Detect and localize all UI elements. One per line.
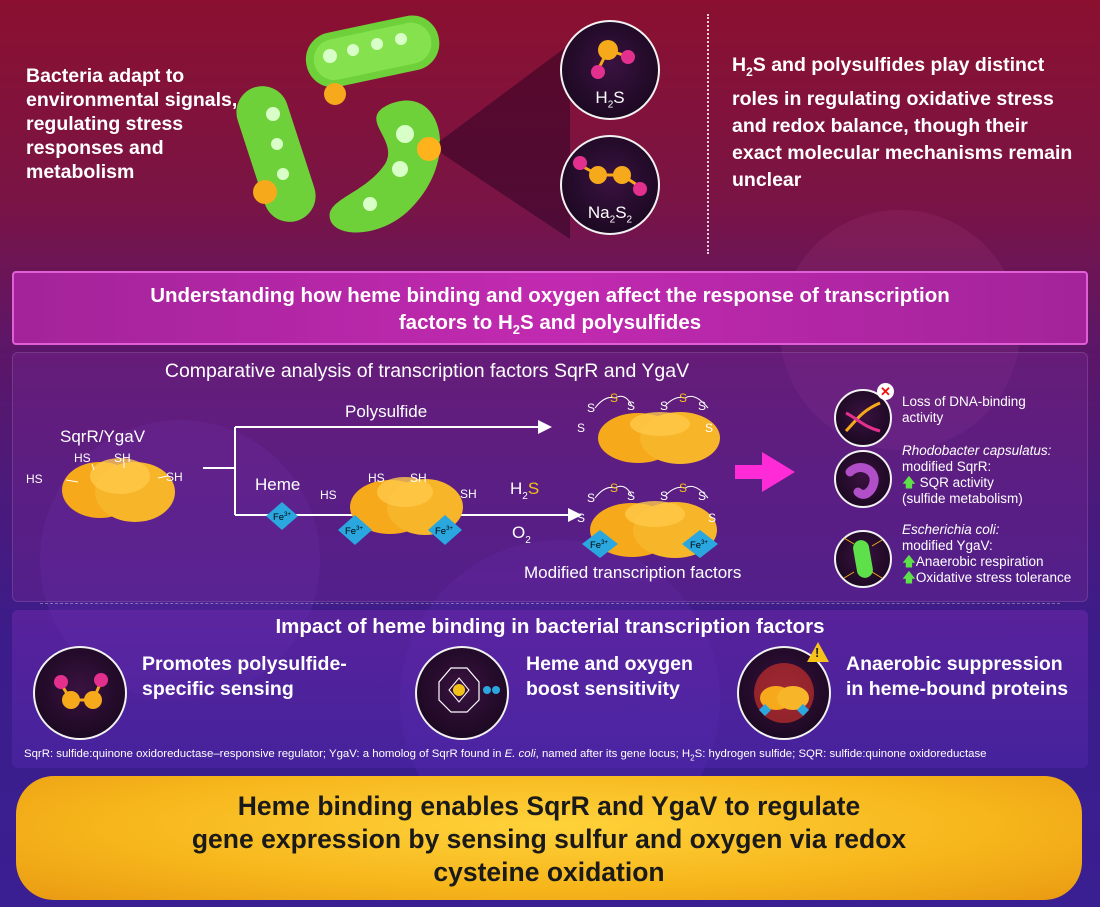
polysulfide-icon	[54, 673, 108, 709]
molecule-dot	[253, 180, 277, 204]
up-arrow-icon: 🡅	[902, 554, 916, 569]
bacteria-illustration	[236, 15, 570, 239]
o2-arrow-label: O2	[512, 523, 531, 546]
svg-text:Fe3+: Fe3+	[273, 512, 291, 523]
polysulfide-modified-protein	[594, 395, 720, 464]
polysulfide-sensing-circle	[33, 646, 127, 740]
bacterium-left	[236, 86, 316, 222]
s-label: S	[660, 399, 668, 413]
conclusion-box: Heme binding enables SqrR and YgaV to re…	[16, 776, 1082, 900]
s-label: S	[610, 391, 618, 405]
rhodobacter-icon	[845, 463, 879, 499]
sh-label: SH	[114, 451, 131, 465]
result-arrow	[735, 452, 795, 492]
s-label: S	[679, 481, 687, 495]
ecoli-icon	[843, 537, 883, 579]
heme-oxygen-circle	[415, 646, 509, 740]
bacterium-top	[305, 15, 440, 88]
comparative-analysis-panel	[12, 352, 1088, 602]
conclusion-line-1: Heme binding enables SqrR and YgaV to re…	[237, 791, 861, 821]
outcome-loss-text: Loss of DNA-binding activity	[902, 394, 1026, 425]
comparative-diagram: SqrR/YgaV HS HS SH SH Polysulfide Heme F…	[26, 391, 795, 582]
outcome-ecoli: Escherichia coli: modified YgaV: 🡅Anaero…	[902, 522, 1072, 585]
heme-structure-icon	[438, 667, 500, 713]
impact-panel	[12, 610, 1088, 768]
sh-label: HS	[368, 471, 385, 485]
h2s-arrow-label: H2S	[510, 479, 539, 502]
banner-line-2: factors to H2S and polysulfides	[398, 311, 702, 338]
impact-item-1: Promotes polysulfide-specific sensing	[142, 653, 347, 700]
s-label: S	[698, 399, 706, 413]
intro-right-text: H2S and polysulfides play distinct roles…	[732, 54, 1073, 191]
na2s2-label: Na2S2	[587, 203, 633, 226]
svg-text:Fe3+: Fe3+	[435, 526, 453, 537]
h2s-label: H2S	[595, 88, 625, 111]
sh-label: HS	[74, 451, 91, 465]
warning-mark: !	[815, 645, 820, 660]
rhodobacter-circle	[834, 450, 892, 508]
s-label: S	[587, 491, 595, 505]
s-label: S	[698, 489, 706, 503]
s-label: S	[705, 421, 713, 435]
banner-line-1: Understanding how heme binding and oxyge…	[150, 284, 950, 307]
s-label: S	[577, 421, 585, 435]
sh-label: SH	[166, 470, 183, 484]
up-arrow-icon: 🡅	[902, 570, 916, 585]
research-question-banner: Understanding how heme binding and oxyge…	[12, 271, 1088, 345]
s-label: S	[587, 401, 595, 415]
outcome-rhodobacter: Rhodobacter capsulatus: modified SqrR: 🡅…	[902, 443, 1052, 506]
ecoli-circle	[834, 530, 892, 588]
heme-bound-protein-icon	[754, 663, 814, 723]
anaerobic-circle	[737, 646, 831, 740]
sh-label: SH	[460, 487, 477, 501]
s-label: S	[610, 481, 618, 495]
impact-item-3: Anaerobic suppression in heme-bound prot…	[846, 653, 1069, 700]
heme-modified-protein: Fe3+ Fe3+	[582, 485, 718, 558]
s-label: S	[708, 511, 716, 525]
bacterium-center	[329, 100, 441, 233]
sh-label: HS	[26, 472, 43, 486]
heme-diamond-icon: Fe3+	[266, 502, 298, 530]
base-protein	[62, 458, 175, 522]
s-label: S	[660, 489, 668, 503]
heme-label: Heme	[255, 475, 300, 494]
sh-label: HS	[320, 488, 337, 502]
warning-icon	[807, 642, 829, 662]
svg-text:Fe3+: Fe3+	[590, 540, 608, 551]
impact-item-2: Heme and oxygen boost sensitivity	[526, 653, 693, 700]
molecule-dot	[417, 137, 441, 161]
na2s2-molecule-icon	[573, 156, 647, 196]
molecule-dot	[324, 83, 346, 105]
svg-text:Fe3+: Fe3+	[345, 526, 363, 537]
dna-helix-icon	[844, 401, 881, 433]
up-arrow-icon: 🡅	[902, 475, 916, 490]
section-divider	[40, 603, 1060, 604]
heme-bound-protein: Fe3+ Fe3+	[338, 477, 463, 545]
impact-title: Impact of heme binding in bacterial tran…	[275, 615, 825, 638]
na2s2-molecule-circle: Na2S2	[560, 135, 660, 235]
polysulfide-label: Polysulfide	[345, 402, 427, 421]
h2s-molecule-icon	[591, 40, 635, 79]
s-label: S	[627, 399, 635, 413]
intro-divider	[707, 14, 709, 254]
modified-tf-label: Modified transcription factors	[524, 563, 741, 582]
loss-x-icon: ✕	[877, 383, 894, 400]
s-label: S	[627, 489, 635, 503]
abbreviation-footnote: SqrR: sulfide:quinone oxidoreductase–res…	[24, 748, 987, 763]
comparative-title: Comparative analysis of transcription fa…	[164, 360, 690, 382]
svg-text:Fe3+: Fe3+	[690, 540, 708, 551]
s-label: S	[577, 511, 585, 525]
protein-label: SqrR/YgaV	[60, 427, 146, 446]
sh-label: SH	[410, 471, 427, 485]
h2s-molecule-circle: H2S	[560, 20, 660, 120]
conclusion-line-2: gene expression by sensing sulfur and ox…	[191, 824, 907, 854]
conclusion-line-3: cysteine oxidation	[433, 857, 665, 887]
intro-left-text: Bacteria adapt to environmental signals,…	[26, 65, 238, 183]
s-label: S	[679, 391, 687, 405]
